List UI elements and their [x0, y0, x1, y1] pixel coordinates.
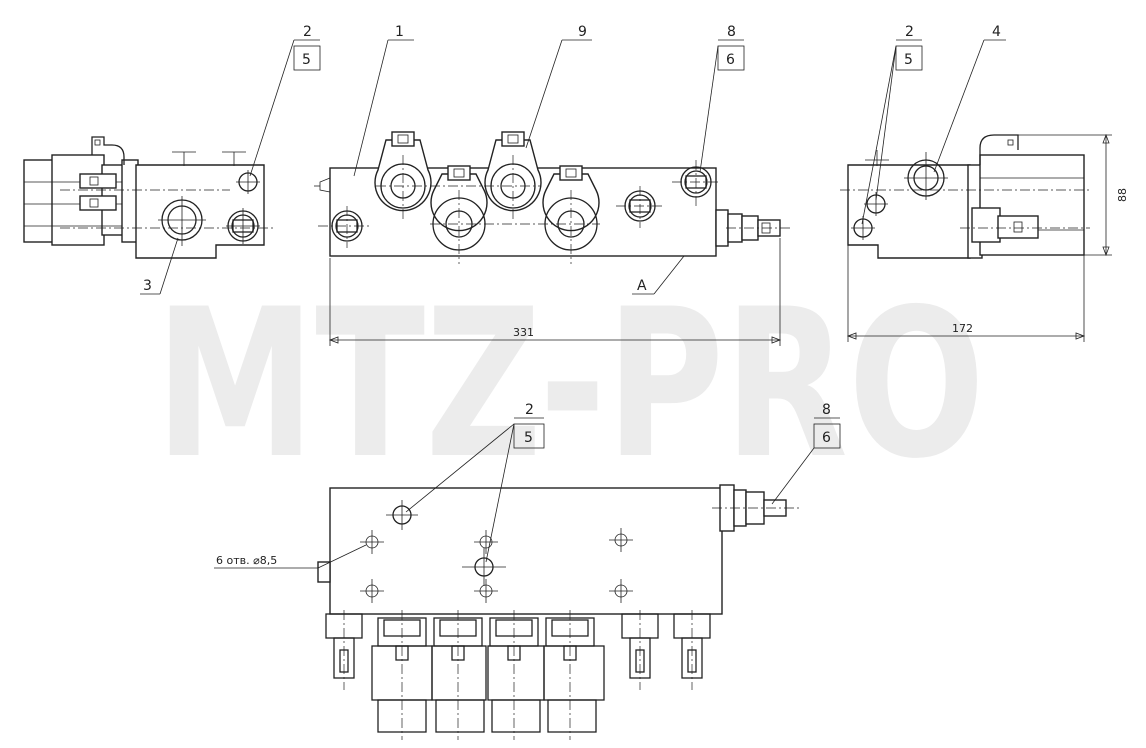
plan-view: 6 отв. ⌀8,5 [214, 484, 800, 740]
holes-note: 6 отв. ⌀8,5 [216, 554, 277, 567]
dimension-width: 172 [952, 322, 973, 335]
callout-8: 8 [727, 24, 736, 40]
callout-1: 1 [395, 24, 404, 40]
callout-bottom-2: 2 [525, 402, 534, 418]
watermark: MTZ-PRO [155, 266, 985, 504]
callout-A: A [637, 278, 647, 294]
callout-bottom-8: 8 [822, 402, 831, 418]
dimension-height: 88 [1116, 188, 1129, 202]
callout-left-2: 2 [303, 24, 312, 40]
callout-bottom-5: 5 [524, 430, 533, 446]
dimension-length: 331 [513, 326, 534, 339]
left-side-view [23, 136, 276, 259]
callout-right-5: 5 [904, 52, 913, 68]
front-view: 331 [314, 131, 792, 346]
right-side-view: 88 172 [840, 133, 1129, 342]
callout-9: 9 [578, 24, 587, 40]
callout-left-5: 5 [302, 52, 311, 68]
callouts: 2 5 3 1 9 8 6 A 2 5 4 [140, 24, 1006, 563]
callout-left-3: 3 [143, 278, 152, 294]
callout-4: 4 [992, 24, 1001, 40]
callout-bottom-6: 6 [822, 430, 831, 446]
callout-right-2: 2 [905, 24, 914, 40]
callout-6: 6 [726, 52, 735, 68]
